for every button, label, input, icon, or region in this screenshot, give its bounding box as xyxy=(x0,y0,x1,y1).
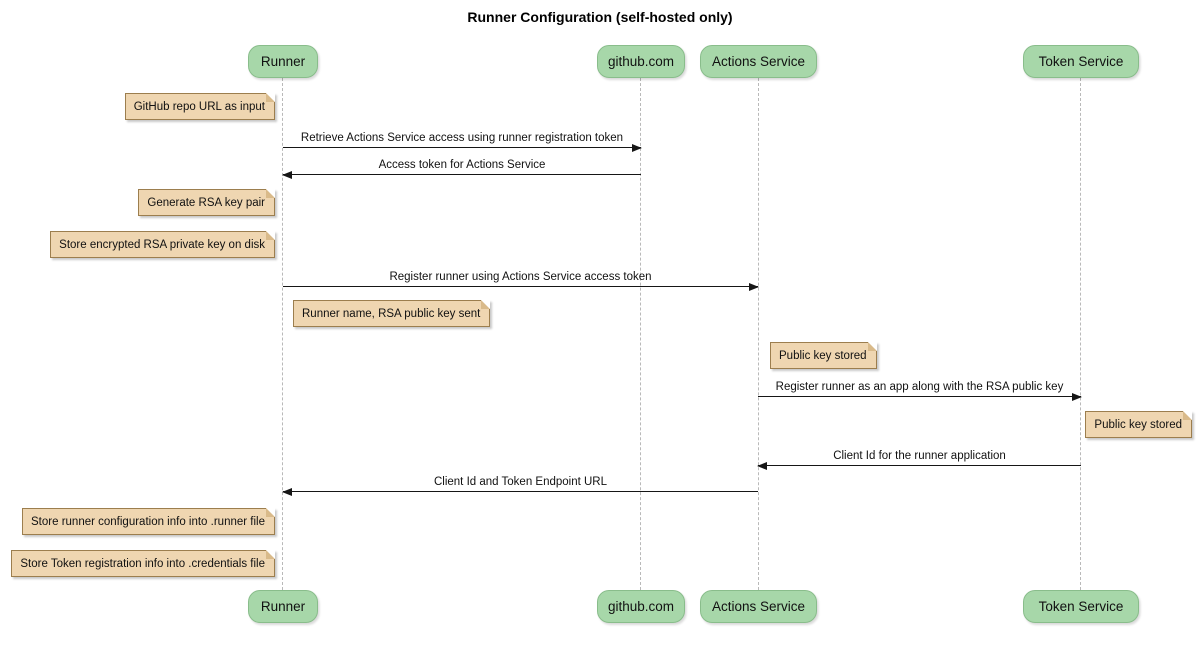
arrowhead-left-icon xyxy=(757,462,767,470)
message-label: Register runner as an app along with the… xyxy=(775,381,1064,393)
lifeline-runner xyxy=(282,78,283,590)
arrow-line xyxy=(758,393,1082,401)
arrowhead-right-icon xyxy=(749,283,759,291)
arrow-line xyxy=(757,462,1081,470)
participant-token-service-bottom: Token Service xyxy=(1023,590,1139,623)
message-client-id-endpoint: Client Id and Token Endpoint URL xyxy=(282,476,758,496)
arrow-line xyxy=(283,144,642,152)
lifeline-github xyxy=(640,78,641,590)
note-public-key-stored-token: Public key stored xyxy=(1085,411,1192,438)
message-client-id-runner-app: Client Id for the runner application xyxy=(757,450,1081,470)
participant-github-top: github.com xyxy=(597,45,685,78)
note-runner-name-public-key: Runner name, RSA public key sent xyxy=(293,300,491,327)
arrowhead-left-icon xyxy=(282,488,292,496)
arrow-line xyxy=(283,283,759,291)
arrow-line xyxy=(282,171,641,179)
diagram-title: Runner Configuration (self-hosted only) xyxy=(467,9,733,25)
lifeline-actions-service xyxy=(758,78,759,590)
arrow-line xyxy=(282,488,758,496)
participant-runner-top: Runner xyxy=(248,45,318,78)
message-label: Retrieve Actions Service access using ru… xyxy=(300,132,624,144)
arrowhead-right-icon xyxy=(1072,393,1082,401)
message-register-runner-app: Register runner as an app along with the… xyxy=(758,381,1082,401)
message-label: Access token for Actions Service xyxy=(378,159,546,171)
participant-runner-bottom: Runner xyxy=(248,590,318,623)
note-github-repo-url: GitHub repo URL as input xyxy=(124,93,276,120)
message-label: Client Id for the runner application xyxy=(833,450,1006,462)
message-retrieve-actions-access: Retrieve Actions Service access using ru… xyxy=(283,132,642,152)
message-access-token: Access token for Actions Service xyxy=(282,159,641,179)
participant-github-bottom: github.com xyxy=(597,590,685,623)
note-store-runner-file: Store runner configuration info into .ru… xyxy=(22,508,275,535)
participant-token-service-top: Token Service xyxy=(1023,45,1139,78)
note-store-credentials-file: Store Token registration info into .cred… xyxy=(11,550,275,577)
arrowhead-left-icon xyxy=(282,171,292,179)
message-register-runner: Register runner using Actions Service ac… xyxy=(283,271,759,291)
lifeline-token-service xyxy=(1080,78,1081,590)
note-generate-rsa-key-pair: Generate RSA key pair xyxy=(138,189,275,216)
arrowhead-right-icon xyxy=(632,144,642,152)
participant-actions-service-top: Actions Service xyxy=(700,45,817,78)
message-label: Client Id and Token Endpoint URL xyxy=(433,476,608,488)
note-public-key-stored-actions: Public key stored xyxy=(770,342,877,369)
message-label: Register runner using Actions Service ac… xyxy=(389,271,652,283)
participant-actions-service-bottom: Actions Service xyxy=(700,590,817,623)
note-store-private-key: Store encrypted RSA private key on disk xyxy=(50,231,275,258)
